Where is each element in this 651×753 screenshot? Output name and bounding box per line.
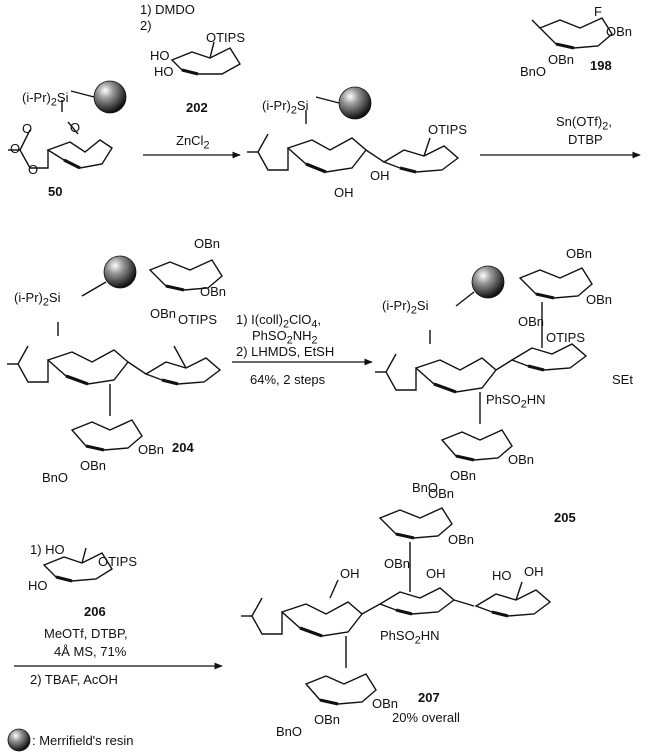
compound-204-number: 204 [172, 440, 194, 455]
intermediate-structure [247, 86, 460, 174]
step2-condition-1: Sn(OTf)2, [556, 114, 612, 133]
step1-reagent-2: 2) [140, 18, 152, 33]
c207-obn1: OBn [428, 486, 455, 501]
c50-ipr-label: (i-Pr)2Si [22, 90, 69, 109]
c205-ipr-label: (i-Pr)2Si [382, 298, 429, 317]
c205-obn1: OBn [566, 246, 593, 261]
step3-condition-3: 2) LHMDS, EtSH [236, 344, 335, 359]
step4-reagent-ho: HO [28, 578, 48, 593]
c204-ipr-label: (i-Pr)2Si [14, 290, 61, 309]
step2-donor-bno: BnO [520, 64, 547, 79]
c207-phso2hn: PhSO2HN [380, 628, 440, 647]
compound-207-number: 207 [418, 690, 440, 705]
int-oh1: OH [370, 168, 390, 183]
resin-bead-icon [93, 80, 127, 114]
c50-o3: O [10, 141, 21, 156]
step4-condition-1: MeOTf, DTBP, [44, 626, 128, 641]
compound-207-structure [241, 507, 552, 706]
c207-oh2: OH [426, 566, 446, 581]
step2-donor-f: F [594, 4, 602, 19]
step1-reagent-1: 1) DMDO [140, 2, 195, 17]
c205-obn3: OBn [518, 314, 545, 329]
step3-yield: 64%, 2 steps [250, 372, 326, 387]
step4-reagent-otips: OTIPS [98, 554, 138, 569]
step1-reagent-ho2: HO [154, 64, 174, 79]
c207-ho1: HO [492, 568, 512, 583]
c207-obn2: OBn [448, 532, 475, 547]
step4-reagent-number: 206 [84, 604, 106, 619]
step2-donor-obn1: OBn [606, 24, 633, 39]
c204-obn4: OBn [138, 442, 165, 457]
c204-obn3: OBn [150, 306, 177, 321]
step2-donor-obn2: OBn [548, 52, 575, 67]
int-oh2: OH [334, 185, 354, 200]
c207-obn5: OBn [314, 712, 341, 727]
compound-50-number: 50 [48, 184, 63, 199]
c204-obn2: OBn [200, 284, 227, 299]
c207-obn3: OBn [384, 556, 411, 571]
step4-condition-3: 2) TBAF, AcOH [30, 672, 118, 687]
int-otips: OTIPS [428, 122, 468, 137]
c204-obn5: OBn [80, 458, 107, 473]
compound-204-structure [7, 255, 223, 452]
legend-text: : Merrifield's resin [32, 733, 134, 748]
resin-bead-icon [338, 86, 372, 120]
resin-bead-icon [103, 255, 137, 289]
c205-obn4: OBn [508, 452, 535, 467]
c205-bno: BnO [412, 480, 439, 495]
c205-set: SEt [612, 372, 633, 387]
reagent-206-structure [42, 547, 113, 583]
step3-condition-2: PhSO2NH2 [252, 328, 318, 347]
merrifield-resin-icon [7, 728, 31, 752]
reagent-202-structure [170, 41, 241, 76]
c207-oh3: OH [524, 564, 544, 579]
c205-obn5: OBn [450, 468, 477, 483]
c204-otips: OTIPS [178, 312, 218, 327]
int-ipr-label: (i-Pr)2Si [262, 98, 309, 117]
step2-donor-number: 198 [590, 58, 612, 73]
step1-reagent-ho1: HO [150, 48, 170, 63]
compound-205-structure [375, 265, 593, 462]
c50-o1: O [70, 120, 81, 135]
c207-oh1: OH [340, 566, 360, 581]
step2-condition-2: DTBP [568, 132, 603, 147]
c204-bno: BnO [42, 470, 69, 485]
compound-205-number: 205 [554, 510, 576, 525]
c207-bno: BnO [276, 724, 303, 739]
c205-phso2nh: PhSO2HN [486, 392, 546, 411]
compound-50-structure [8, 80, 127, 170]
compound-207-yield: 20% overall [392, 710, 460, 725]
c204-obn1: OBn [194, 236, 221, 251]
c50-o4: O [28, 162, 39, 177]
c205-obn2: OBn [586, 292, 613, 307]
c50-o2: O [22, 121, 33, 136]
donor-198-structure [531, 17, 613, 50]
step1-reagent-otips: OTIPS [206, 30, 246, 45]
step4-reagent-1: 1) HO [30, 542, 65, 557]
step1-reagent-number: 202 [186, 100, 208, 115]
step4-condition-2: 4Å MS, 71% [54, 644, 127, 659]
resin-bead-icon [471, 265, 505, 299]
step3-condition-1: 1) I(coll)2ClO4, [236, 312, 322, 331]
c207-obn4: OBn [372, 696, 399, 711]
step1-condition: ZnCl2 [176, 133, 210, 152]
c205-otips: OTIPS [546, 330, 586, 345]
